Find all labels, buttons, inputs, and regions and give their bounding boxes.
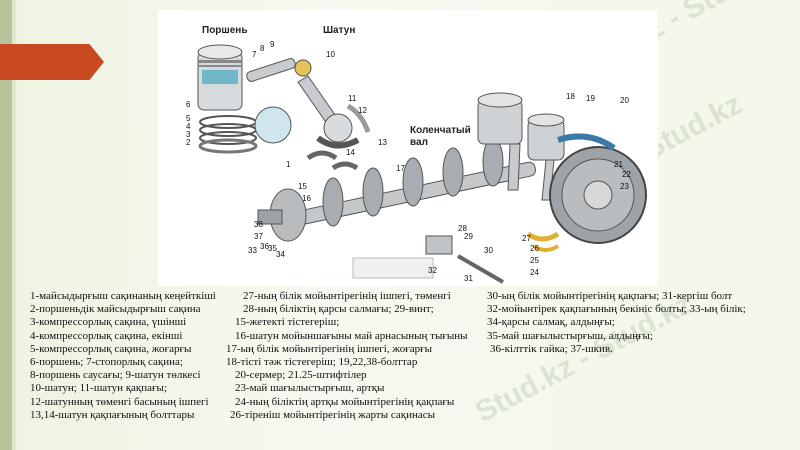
legend-col1-item: 2-поршеньдік майсыдырғыш сақина bbox=[30, 303, 201, 316]
piston-illustration bbox=[197, 44, 243, 111]
callout-1: 1 bbox=[286, 160, 291, 169]
legend-col2-item: 17-ың білік мойынтірегінің ішпегі, жоғар… bbox=[226, 342, 432, 355]
callout-19: 19 bbox=[586, 94, 595, 103]
legend-col2-item: 15-жетекті тістегеріш; bbox=[235, 316, 340, 329]
legend-row: 2-поршеньдік майсыдырғыш сақина 28-ның б… bbox=[30, 303, 790, 316]
legend-row: 1-майсыдырғыш сақинаның кеңейткіші 27-ны… bbox=[30, 290, 790, 303]
legend-col2-item: 27-ның білік мойынтірегінің ішпегі, төме… bbox=[243, 290, 451, 302]
piston-rings bbox=[198, 106, 292, 154]
callout-4: 4 bbox=[186, 122, 191, 131]
callout-6: 6 bbox=[186, 100, 191, 109]
callout-26: 26 bbox=[530, 244, 539, 253]
parts-legend: 1-майсыдырғыш сақинаның кеңейткіші 27-ны… bbox=[30, 290, 790, 440]
callout-30: 30 bbox=[484, 246, 493, 255]
callout-5: 5 bbox=[186, 114, 191, 123]
legend-row: 5-компрессорлық сақина, жоғарғы 17-ың бі… bbox=[30, 343, 790, 356]
callout-37: 37 bbox=[254, 232, 263, 241]
callout-24: 24 bbox=[530, 268, 539, 277]
left-accent-bar bbox=[0, 0, 12, 450]
callout-25: 25 bbox=[530, 256, 539, 265]
legend-row: 3-компрессорлық сақина, үшінші 15-жетект… bbox=[30, 316, 790, 329]
callout-33: 33 bbox=[248, 246, 257, 255]
callout-35: 35 bbox=[268, 244, 277, 253]
small-label-box bbox=[352, 257, 434, 279]
legend-col2-item: 20-сермер; 21.25-штифтілер bbox=[235, 369, 367, 382]
legend-col1-item: 12-шатунның төменгі басының ішпегі bbox=[30, 395, 209, 408]
crankshaft bbox=[257, 137, 536, 242]
legend-col2-item: 16-шатун мойыншағыны май арнасының тығын… bbox=[235, 329, 468, 342]
callout-36: 36 bbox=[260, 242, 269, 251]
callout-21: 21 bbox=[614, 160, 623, 169]
legend-row: 10-шатун; 11-шатун қақпағы; 23-май шағыл… bbox=[30, 382, 790, 395]
callout-28: 28 bbox=[458, 224, 467, 233]
legend-col1-item: 1-майсыдырғыш сақинаның кеңейткіші bbox=[30, 290, 216, 302]
legend-row: 8-поршень саусағы; 9-шатун төлкесі 20-се… bbox=[30, 369, 790, 382]
engine-parts-drawing bbox=[197, 44, 647, 284]
flywheel bbox=[549, 133, 647, 244]
callout-32: 32 bbox=[428, 266, 437, 275]
legend-col3-item: 35-май шағылыстырғыш, алдыңғы; bbox=[487, 329, 653, 342]
legend-col1-item: 5-компрессорлық сақина, жоғарғы bbox=[30, 342, 192, 355]
legend-col1-item: 8-поршень саусағы; 9-шатун төлкесі bbox=[30, 369, 201, 382]
legend-row: 13,14-шатун қақпағының болттары 26-тірен… bbox=[30, 409, 790, 422]
legend-col2-item: 28-ның біліктің қарсы салмағы; 29-винт; bbox=[243, 303, 434, 316]
callout-2: 2 bbox=[186, 138, 191, 147]
callout-15: 15 bbox=[298, 182, 307, 191]
bearing-shells bbox=[306, 150, 560, 252]
legend-col1-item: 3-компрессорлық сақина, үшінші bbox=[30, 316, 187, 329]
callout-11: 11 bbox=[348, 94, 357, 103]
callout-23: 23 bbox=[620, 182, 629, 191]
legend-col2-item: 26-тіреніш мойынтірегінің жарты сақинасы bbox=[230, 408, 436, 421]
callout-3: 3 bbox=[186, 130, 191, 139]
callout-10: 10 bbox=[326, 50, 335, 59]
callout-20: 20 bbox=[620, 96, 629, 105]
legend-col1-item: 4-компрессорлық сақина, екінші bbox=[30, 329, 183, 342]
callout-13: 13 bbox=[378, 138, 387, 147]
title-arrow-shape bbox=[0, 44, 104, 80]
callout-16: 16 bbox=[302, 194, 311, 203]
legend-col2-item: 18-тісті тәж тістегеріш; 19,22,38-болтта… bbox=[226, 355, 418, 368]
legend-row: 6-поршень; 7-стопорлық сақина; 18-тісті … bbox=[30, 356, 790, 369]
callout-17: 17 bbox=[396, 164, 405, 173]
left-accent-strip bbox=[12, 0, 16, 450]
callout-29: 29 bbox=[464, 232, 473, 241]
callout-12: 12 bbox=[358, 106, 367, 115]
legend-col3-item: 36-кілттік гайка; 37-шкив. bbox=[490, 342, 613, 355]
callout-22: 22 bbox=[622, 170, 631, 179]
legend-col1-item: 6-поршень; 7-стопорлық сақина; bbox=[30, 355, 183, 368]
legend-col3-item: 32-мойынтірек қақпағының бекініс болты; … bbox=[487, 303, 746, 316]
legend-col3-item: 30-ың білік мойынтірегінің қақпағы; 31-к… bbox=[487, 290, 733, 302]
legend-col3-item: 34-қарсы салмақ, алдыңғы; bbox=[487, 316, 615, 329]
tension-bolt bbox=[425, 235, 505, 284]
piston-pin bbox=[246, 58, 296, 82]
callout-34: 34 bbox=[276, 250, 285, 259]
label-kolenchatyi-val: Коленчатый вал bbox=[410, 125, 471, 148]
label-shatun: Шатун bbox=[323, 25, 356, 36]
callout-7: 7 bbox=[252, 50, 257, 59]
label-porshen: Поршень bbox=[202, 25, 248, 36]
callout-18: 18 bbox=[566, 92, 575, 101]
legend-col2-item: 23-май шағылыстырғыш, артқы bbox=[235, 382, 385, 395]
callout-8: 8 bbox=[260, 44, 265, 53]
connecting-rod bbox=[294, 59, 371, 149]
callout-31: 31 bbox=[464, 274, 473, 283]
legend-col1-item: 13,14-шатун қақпағының болттары bbox=[30, 408, 195, 421]
legend-row: 4-компрессорлық сақина, екінші 16-шатун … bbox=[30, 330, 790, 343]
legend-row: 12-шатунның төменгі басының ішпегі 24-ны… bbox=[30, 396, 790, 409]
callout-9: 9 bbox=[270, 40, 275, 49]
callout-27: 27 bbox=[522, 234, 531, 243]
callout-14: 14 bbox=[346, 148, 355, 157]
callout-38: 38 bbox=[254, 220, 263, 229]
legend-col1-item: 10-шатун; 11-шатун қақпағы; bbox=[30, 382, 168, 395]
legend-col2-item: 24-ның біліктің артқы мойынтірегінің қақ… bbox=[235, 395, 455, 408]
